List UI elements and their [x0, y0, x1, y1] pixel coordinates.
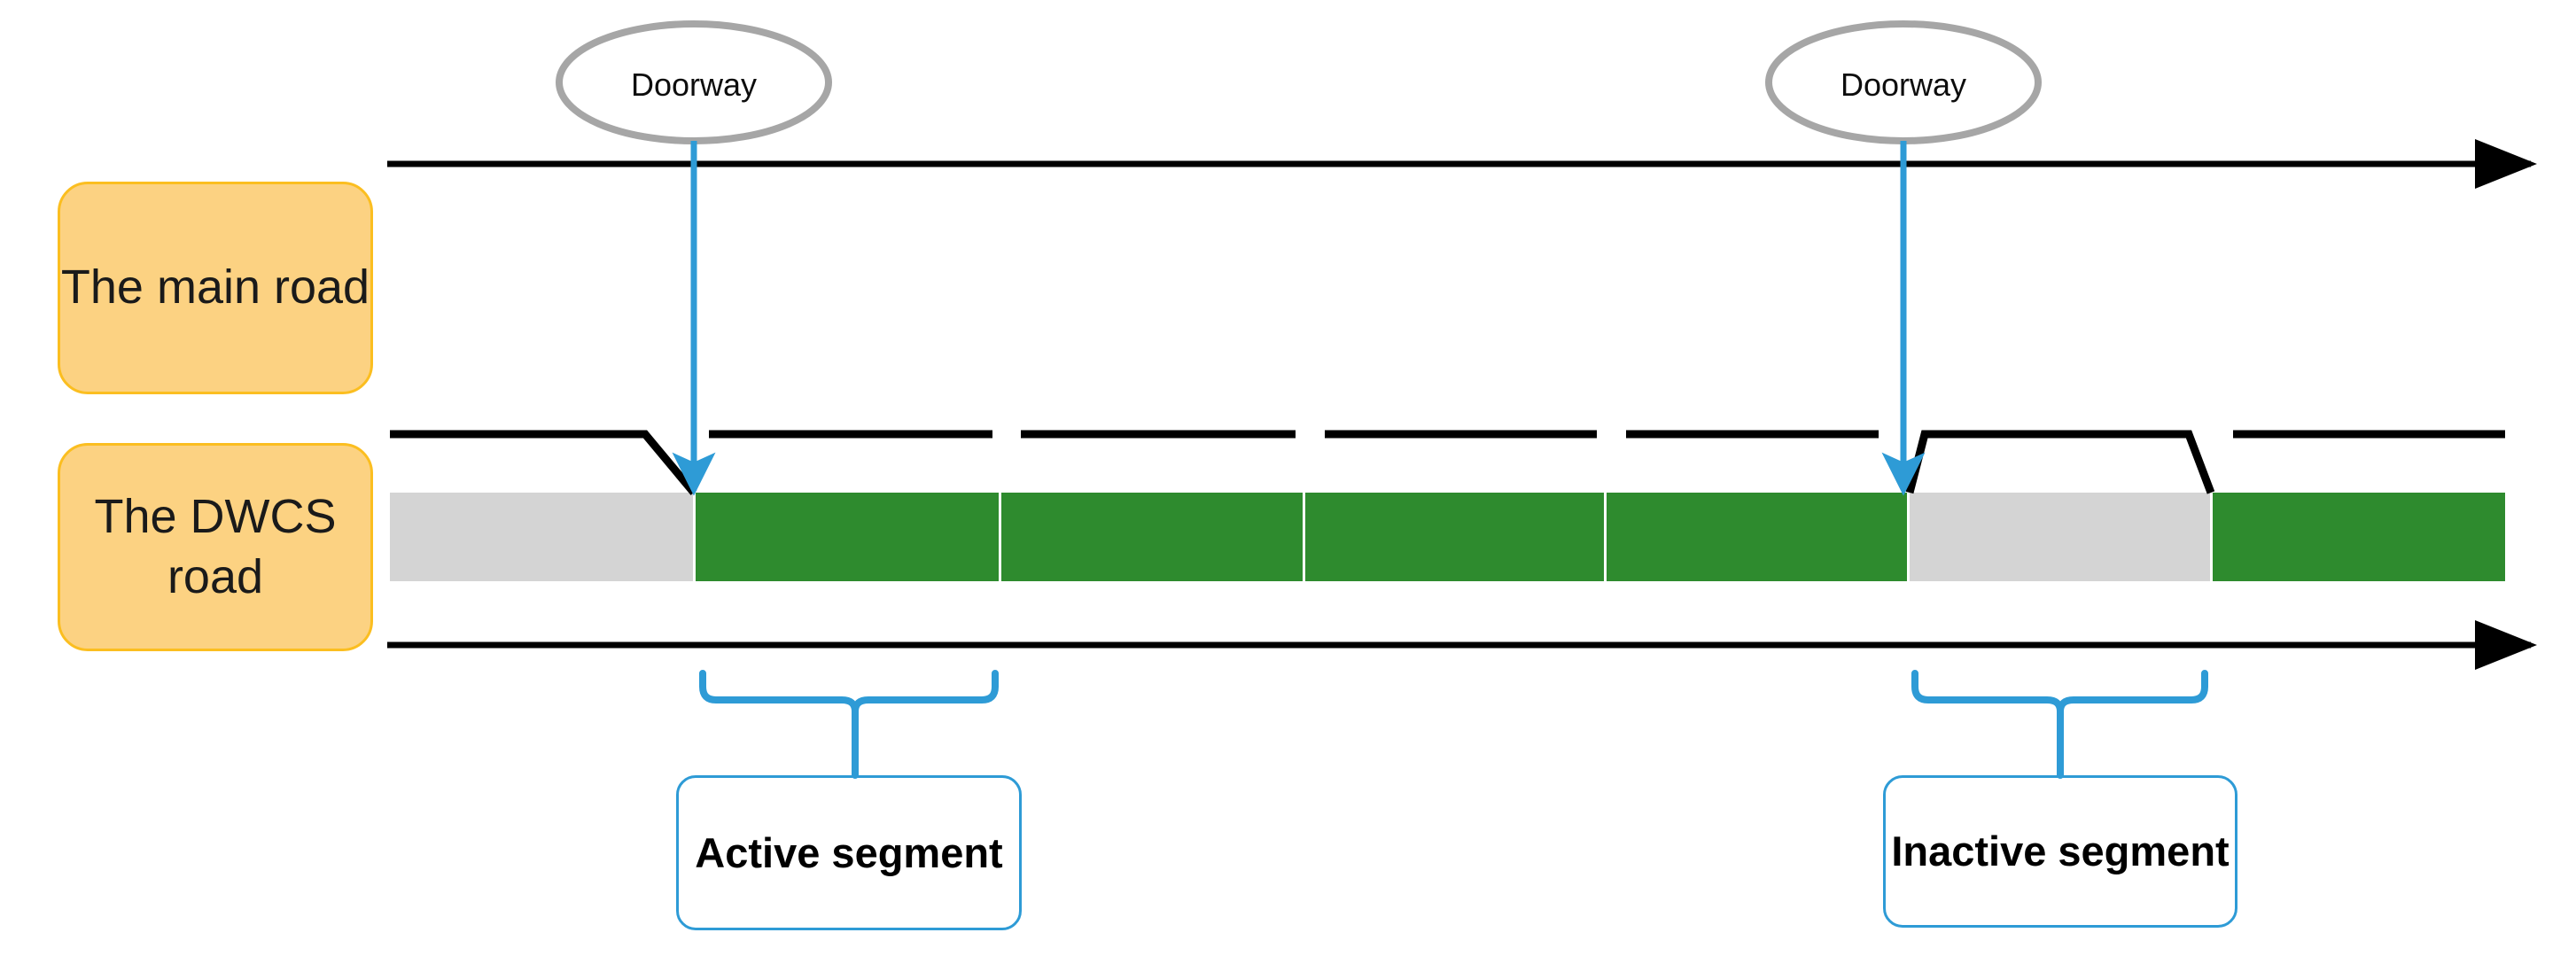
road-segment-6-active — [2213, 493, 2505, 581]
road-segment-4-active — [1607, 493, 1907, 581]
callout-box-active-segment: Active segment — [676, 775, 1022, 930]
brace-active-segment — [699, 670, 999, 779]
road-segment-0-inactive — [390, 493, 693, 581]
callout-box-inactive-segment: Inactive segment — [1883, 775, 2237, 928]
dwcs-road-boundary-line — [390, 430, 2505, 495]
callout-active-segment-text: Active segment — [695, 828, 1003, 876]
road-segment-1-active — [696, 493, 999, 581]
road-segment-5-inactive — [1910, 493, 2210, 581]
label-main-road-text: The main road — [60, 260, 370, 315]
label-box-dwcs-road: The DWCS road — [58, 443, 373, 651]
callout-inactive-segment-text: Inactive segment — [1891, 828, 2230, 875]
doorway-label-1: Doorway — [630, 66, 758, 103]
road-segment-2-active — [1001, 493, 1303, 581]
brace-inactive-segment — [1911, 670, 2208, 779]
dwcs-road-segment-bar — [390, 493, 2505, 581]
road-segment-3-active — [1305, 493, 1604, 581]
label-dwcs-road-text: The DWCS road — [94, 490, 337, 603]
doorway-label-2: Doorway — [1840, 66, 1967, 103]
label-box-main-road: The main road — [58, 182, 373, 394]
